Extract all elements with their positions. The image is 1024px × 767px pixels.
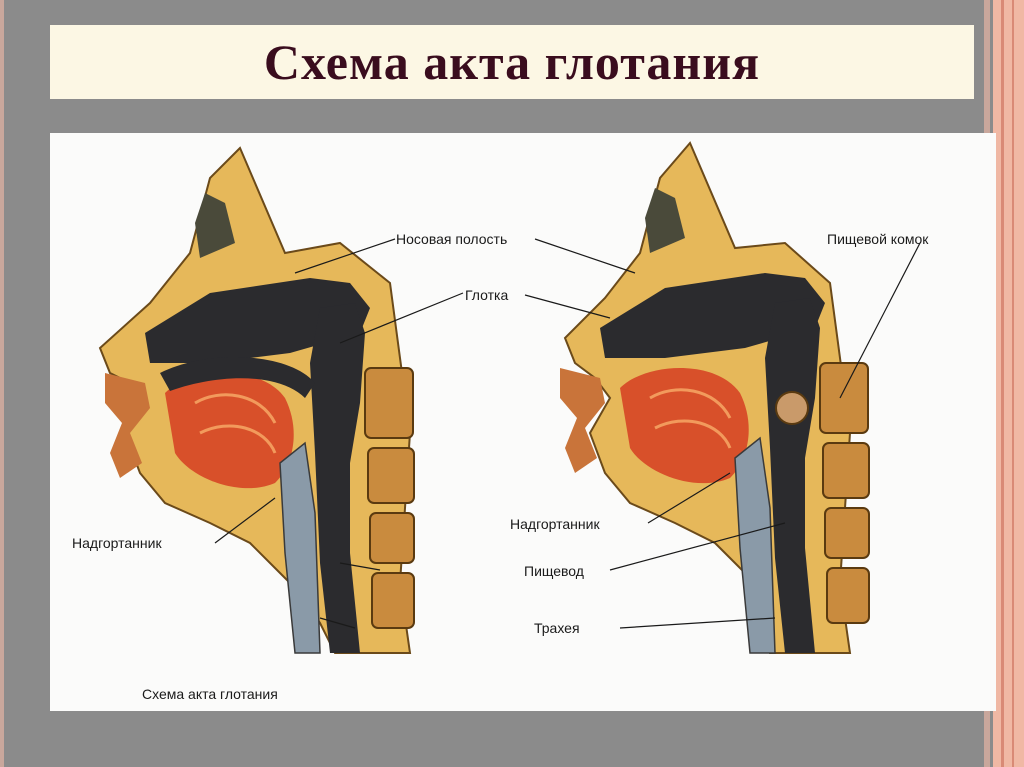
anatomy-illustration	[98, 141, 921, 654]
label-epiglottis-left: Надгортанник	[72, 535, 162, 551]
decor-stripe	[993, 0, 1024, 767]
left-head-section	[98, 146, 415, 654]
page-title: Схема акта глотания	[263, 34, 761, 90]
figure-caption: Схема акта глотания	[142, 686, 278, 702]
right-head-section	[560, 141, 870, 654]
label-pharynx: Глотка	[465, 287, 509, 303]
decor-stripe	[0, 0, 4, 767]
swallowing-diagram: Носовая полость Глотка Пищевой комок Над…	[50, 133, 996, 711]
label-epiglottis-right: Надгортанник	[510, 516, 600, 532]
title-box: Схема акта глотания	[50, 25, 974, 99]
label-food-bolus: Пищевой комок	[827, 231, 929, 247]
label-nasal-cavity: Носовая полость	[396, 231, 508, 247]
label-trachea: Трахея	[534, 620, 580, 636]
label-esophagus: Пищевод	[524, 563, 584, 579]
leader-lines	[214, 238, 921, 629]
decor-stripe	[1001, 0, 1004, 767]
decor-stripe	[1012, 0, 1014, 767]
